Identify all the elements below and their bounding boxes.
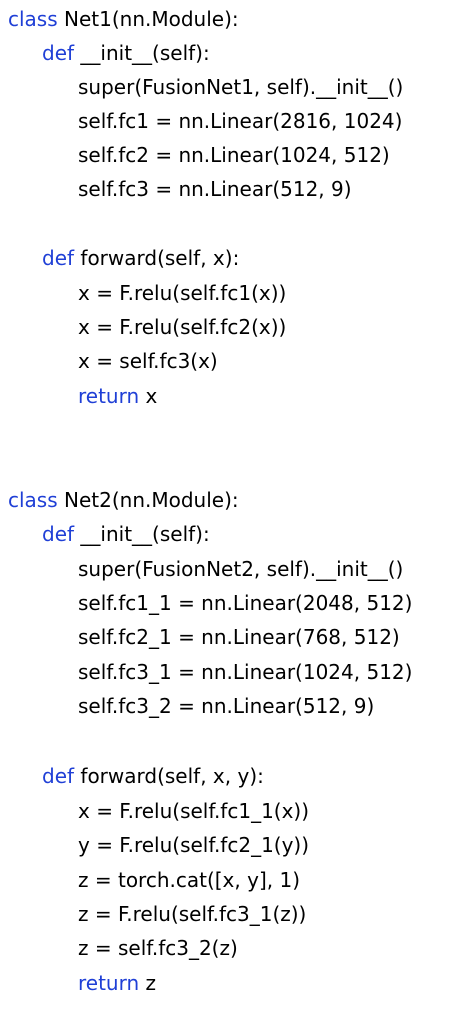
init-signature: __init__(self): (80, 41, 210, 65)
forward-line-2: y = F.relu(self.fc2_1(y)) (78, 833, 310, 857)
def-keyword: def (42, 246, 75, 270)
class-signature: Net1(nn.Module): (64, 7, 239, 31)
return-line: return x (78, 379, 157, 413)
forward-line-4: z = F.relu(self.fc3_1(z)) (78, 902, 307, 926)
class-keyword: class (8, 488, 58, 512)
class-signature: Net2(nn.Module): (64, 488, 239, 512)
forward-line-5: z = self.fc3_2(z) (78, 936, 238, 960)
return-value: z (145, 971, 157, 995)
forward-line-1: x = F.relu(self.fc1_1(x)) (78, 799, 310, 823)
forward-line-3: z = torch.cat([x, y], 1) (78, 868, 300, 892)
return-keyword: return (78, 971, 140, 995)
fc3-line: self.fc3 = nn.Linear(512, 9) (78, 177, 352, 201)
class-net2-line: class Net2(nn.Module): (8, 483, 239, 517)
def-keyword: def (42, 522, 75, 546)
forward-line-1: x = F.relu(self.fc1(x)) (78, 281, 287, 305)
class-net1-line: class Net1(nn.Module): (8, 2, 239, 36)
return-value: x (145, 384, 158, 408)
init-signature: __init__(self): (80, 522, 210, 546)
class-keyword: class (8, 7, 58, 31)
forward-line-2: x = F.relu(self.fc2(x)) (78, 315, 287, 339)
init-def-line: def __init__(self): (42, 517, 210, 551)
forward-line-3: x = self.fc3(x) (78, 349, 218, 373)
forward-def-line: def forward(self, x, y): (42, 759, 264, 793)
forward-def-line: def forward(self, x): (42, 241, 239, 275)
fc2-line: self.fc2 = nn.Linear(1024, 512) (78, 143, 390, 167)
fc1-line: self.fc1 = nn.Linear(2816, 1024) (78, 109, 403, 133)
forward-signature: forward(self, x, y): (80, 764, 264, 788)
return-keyword: return (78, 384, 140, 408)
def-keyword: def (42, 764, 75, 788)
super-call-line: super(FusionNet1, self).__init__() (78, 75, 404, 99)
fc3-2-line: self.fc3_2 = nn.Linear(512, 9) (78, 694, 375, 718)
fc3-1-line: self.fc3_1 = nn.Linear(1024, 512) (78, 660, 413, 684)
init-def-line: def __init__(self): (42, 36, 210, 70)
return-line: return z (78, 966, 156, 1000)
fc1-1-line: self.fc1_1 = nn.Linear(2048, 512) (78, 591, 413, 615)
def-keyword: def (42, 41, 75, 65)
fc2-1-line: self.fc2_1 = nn.Linear(768, 512) (78, 625, 400, 649)
forward-signature: forward(self, x): (80, 246, 240, 270)
super-call-line: super(FusionNet2, self).__init__() (78, 557, 404, 581)
